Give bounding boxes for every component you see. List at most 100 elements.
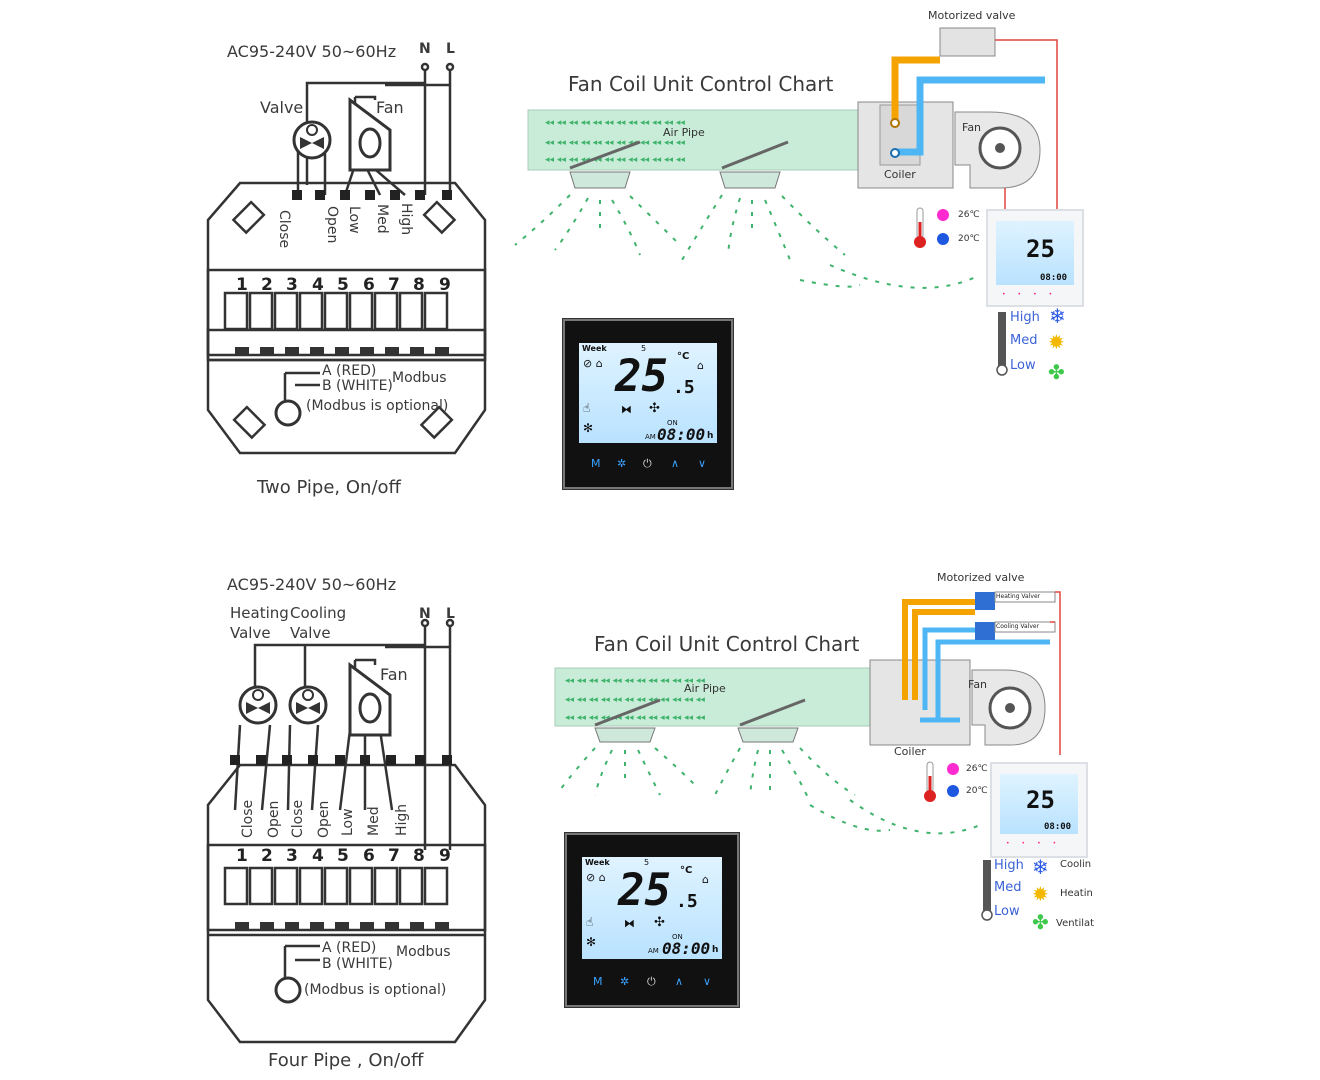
- top-lcd-day: 5: [641, 344, 647, 353]
- bottom-cooling-label-1: Cooling: [290, 604, 347, 622]
- top-fcu-chart: ◂◂ ◂◂ ◂◂ ◂◂ ◂◂ ◂◂ ◂◂ ◂◂ ◂◂ ◂◂ ◂◂ ◂◂ ◂◂ ◂…: [514, 27, 1058, 289]
- bottom-key-power[interactable]: ⏻: [647, 975, 656, 988]
- bottom-modbus-b: B (WHITE): [322, 956, 393, 972]
- bottom-mode-cooling: Coolin: [1060, 859, 1092, 870]
- bottom-temp-hot: 26℃: [966, 764, 988, 774]
- bottom-lcd-am: AM: [648, 947, 659, 955]
- bottom-air-pipe-label: Air Pipe: [684, 682, 726, 695]
- top-lcd-hand-icon: ☝: [583, 401, 591, 415]
- top-wall-temp: 25: [1026, 235, 1055, 263]
- bottom-black-thermostat: Week 5 ⊘ ⌂ 25 .5 °C ⌂ ☝ ⧓ ✣ ✻ ON AM 08:0…: [565, 833, 739, 1007]
- top-num-4: 4: [312, 275, 324, 295]
- bottom-terminal-open-1: Open: [266, 800, 282, 838]
- bottom-wall-thermostat: 25 08:00 ••••: [990, 762, 1088, 858]
- bottom-num-5: 5: [337, 846, 349, 866]
- bottom-mode-heating: Heatin: [1060, 888, 1093, 899]
- bottom-key-up[interactable]: ∧: [675, 975, 684, 988]
- bottom-speed-high: High: [994, 858, 1024, 873]
- top-temp-hot: 26℃: [958, 210, 980, 220]
- bottom-lcd-mode-icons: ⊘ ⌂: [586, 871, 606, 884]
- top-hot-dot: [937, 209, 949, 221]
- bottom-heating-label-2: Valve: [230, 624, 271, 642]
- top-key-mode[interactable]: M: [591, 457, 601, 470]
- top-wiring-diagram: [206, 62, 487, 455]
- bottom-speed-probe: [981, 860, 993, 921]
- bottom-terminal-low: Low: [340, 808, 356, 836]
- svg-text:◂◂ ◂◂ ◂◂ ◂◂ ◂◂ ◂◂ ◂◂ ◂◂ ◂◂ ◂◂: ◂◂ ◂◂ ◂◂ ◂◂ ◂◂ ◂◂ ◂◂ ◂◂ ◂◂ ◂◂ ◂◂ ◂◂: [565, 713, 705, 723]
- top-fan-chart-label: Fan: [962, 121, 982, 134]
- bottom-modbus-a: A (RED): [322, 940, 377, 956]
- top-temp-cold: 20℃: [958, 234, 980, 244]
- bottom-wall-lcd: 25 08:00: [1000, 774, 1078, 834]
- top-lcd-h: h: [707, 431, 714, 441]
- top-ventilation-icon: ✤: [1048, 360, 1065, 384]
- bottom-num-9: 9: [439, 846, 451, 866]
- bottom-cooling-valver-label: Cooling Valver: [996, 623, 1040, 630]
- bottom-thermometer-icon: [924, 761, 936, 802]
- bottom-wall-time: 08:00: [1044, 822, 1072, 832]
- bottom-num-2: 2: [261, 846, 273, 866]
- top-lcd-snow-icon: ✻: [583, 421, 594, 435]
- bottom-terminal-numbers: 1 2 3 4 5 6 7 8 9: [230, 846, 470, 866]
- svg-text:◂◂ ◂◂ ◂◂ ◂◂ ◂◂ ◂◂ ◂◂ ◂◂ ◂◂ ◂◂: ◂◂ ◂◂ ◂◂ ◂◂ ◂◂ ◂◂ ◂◂ ◂◂ ◂◂ ◂◂ ◂◂ ◂◂: [545, 155, 685, 165]
- bottom-wall-keys: ••••: [1006, 840, 1069, 847]
- bottom-lcd-fan-icon: ✣: [654, 915, 665, 930]
- top-cold-dot: [937, 233, 949, 245]
- bottom-terminal-med: Med: [366, 806, 382, 836]
- bottom-modbus-label: Modbus: [396, 944, 451, 960]
- top-key-fan[interactable]: ✲: [617, 457, 627, 470]
- top-terminal-close: Close: [276, 210, 292, 249]
- bottom-lcd-valve-icon: ⧓: [624, 917, 635, 930]
- bottom-cooling-label-2: Valve: [290, 624, 331, 642]
- bottom-speed-med: Med: [994, 880, 1022, 895]
- bottom-cold-dot: [947, 785, 959, 797]
- bottom-fan-label: Fan: [380, 665, 408, 684]
- bottom-fan-chart-label: Fan: [968, 678, 988, 691]
- top-terminal-open: Open: [324, 206, 340, 244]
- top-num-6: 6: [363, 275, 375, 295]
- bottom-motorized-valve-label: Motorized valve: [937, 571, 1025, 584]
- top-num-9: 9: [439, 275, 451, 295]
- bottom-heating-valver-label: Heating Valver: [996, 593, 1041, 600]
- bottom-sun-icon: ✹: [1032, 882, 1049, 906]
- top-terminal-numbers: 1 2 3 4 5 6 7 8 9: [230, 275, 470, 295]
- bottom-hot-dot: [947, 763, 959, 775]
- top-lcd-am: AM: [645, 433, 656, 441]
- top-key-down[interactable]: ∨: [698, 457, 707, 470]
- top-lcd-unit: °C: [677, 351, 690, 362]
- top-black-lcd: Week 5 ⊘ ⌂ 25 .5 °C ⌂ ☝ ⧓ ✣ ✻ ON AM 08:0…: [579, 343, 717, 444]
- top-wall-keys: ••••: [1002, 291, 1065, 298]
- top-sun-icon: ✹: [1048, 330, 1065, 354]
- bottom-num-6: 6: [363, 846, 375, 866]
- bottom-terminal-open-2: Open: [316, 800, 332, 838]
- bottom-terminal-close-2: Close: [290, 799, 306, 838]
- top-thermometer-icon: [914, 207, 926, 248]
- bottom-lcd-day: 5: [644, 858, 650, 867]
- top-key-up[interactable]: ∧: [671, 457, 680, 470]
- top-caption: Two Pipe, On/off: [257, 477, 401, 498]
- svg-text:◂◂ ◂◂ ◂◂ ◂◂ ◂◂ ◂◂ ◂◂ ◂◂ ◂◂ ◂◂: ◂◂ ◂◂ ◂◂ ◂◂ ◂◂ ◂◂ ◂◂ ◂◂ ◂◂ ◂◂ ◂◂ ◂◂: [565, 695, 705, 705]
- top-lcd-time: 08:00: [657, 425, 706, 444]
- top-chart-title: Fan Coil Unit Control Chart: [568, 72, 834, 96]
- bottom-wiring-diagram: [206, 618, 487, 1044]
- top-lcd-temp: 25: [615, 351, 668, 402]
- bottom-key-down[interactable]: ∨: [703, 975, 712, 988]
- bottom-lcd-h: h: [712, 945, 719, 955]
- top-lcd-week: Week: [582, 344, 607, 353]
- top-lcd-on: ON: [667, 419, 678, 427]
- top-coiler-label: Coiler: [884, 168, 916, 181]
- top-terminal-high: High: [398, 203, 414, 236]
- bottom-wall-temp: 25: [1026, 786, 1055, 814]
- bottom-lcd-temp-dec: .5: [676, 891, 698, 912]
- top-wall-lcd: 25 08:00: [996, 221, 1074, 285]
- top-key-power[interactable]: ⏻: [643, 457, 652, 470]
- top-power-label: AC95-240V 50~60Hz: [227, 42, 397, 61]
- svg-text:◂◂ ◂◂ ◂◂ ◂◂ ◂◂ ◂◂ ◂◂ ◂◂ ◂◂ ◂◂: ◂◂ ◂◂ ◂◂ ◂◂ ◂◂ ◂◂ ◂◂ ◂◂ ◂◂ ◂◂ ◂◂ ◂◂: [565, 676, 705, 686]
- top-air-pipe-label: Air Pipe: [663, 126, 705, 139]
- bottom-key-mode[interactable]: M: [593, 975, 603, 988]
- top-lcd-mode-icons: ⊘ ⌂: [583, 357, 603, 370]
- bottom-key-fan[interactable]: ✲: [620, 975, 630, 988]
- bottom-lcd-home-icon: ⌂: [702, 873, 709, 886]
- top-modbus-b: B (WHITE): [322, 378, 393, 394]
- top-terminal-med: Med: [374, 204, 390, 234]
